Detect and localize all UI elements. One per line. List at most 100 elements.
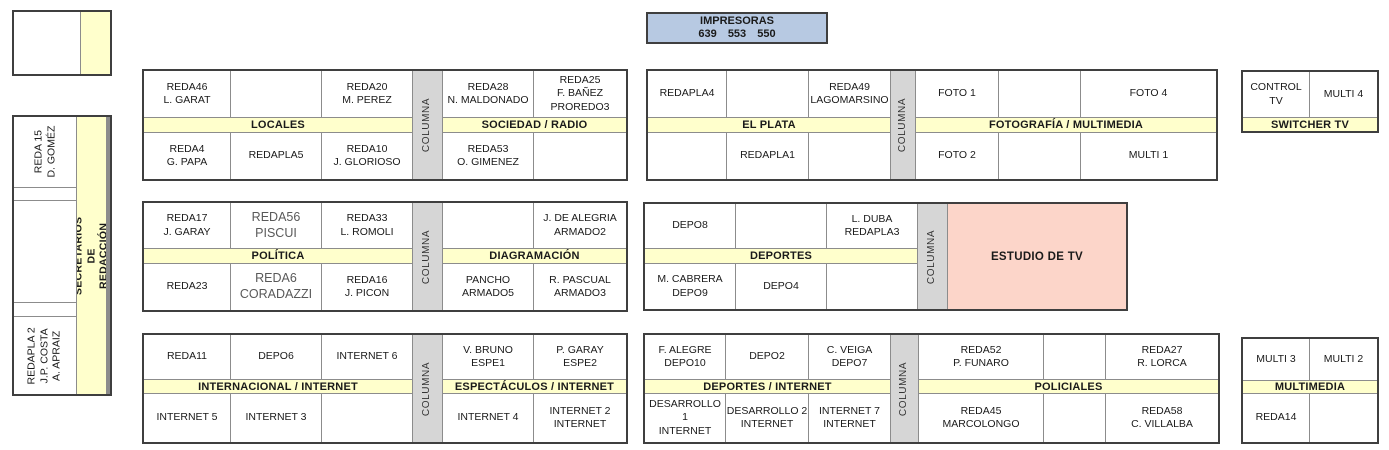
secretarios-label: SECRETARIOS DE REDACCIÓN bbox=[77, 216, 106, 295]
desk-label: REDAPLA4 bbox=[659, 87, 715, 100]
desk-label: REDA46 L. GARAT bbox=[163, 80, 211, 106]
desk-cell bbox=[736, 204, 826, 248]
band-label: MULTIMEDIA bbox=[1274, 381, 1346, 393]
impresoras-title: IMPRESORAS bbox=[700, 15, 774, 27]
group-switcher-tv: CONTROL TV MULTI 4 SWITCHER TV bbox=[1241, 70, 1379, 133]
desk-cell: MULTI 2 bbox=[1310, 339, 1377, 380]
desk-cell bbox=[1310, 394, 1377, 442]
desk-label: FOTO 1 bbox=[938, 87, 976, 100]
desk-label: FOTO 4 bbox=[1129, 87, 1168, 100]
desk-cell: P. GARAY ESPE2 bbox=[534, 335, 626, 379]
desk-cell: INTERNET 5 bbox=[144, 394, 230, 442]
desk-label: INTERNET 4 bbox=[457, 411, 519, 424]
band-label: LOCALES bbox=[251, 119, 305, 131]
desk-label: L. DUBA REDAPLA3 bbox=[844, 212, 900, 238]
desk-label: REDA56 PISCUI bbox=[251, 209, 301, 240]
band-label: DIAGRAMACIÓN bbox=[489, 250, 580, 262]
desk-cell: REDA11 bbox=[144, 335, 230, 379]
desk-cell bbox=[1044, 335, 1105, 379]
desk-cell: REDA33 L. ROMOLI bbox=[322, 203, 412, 248]
band-cell: MULTIMEDIA bbox=[1243, 381, 1377, 393]
band-cell: DEPORTES bbox=[645, 249, 917, 263]
desk-cell: REDA23 bbox=[144, 264, 230, 310]
desk-cell: MULTI 4 bbox=[1310, 72, 1377, 117]
desk-cell: REDA 15 D. GOMÉZ bbox=[14, 117, 76, 187]
desk-cell bbox=[999, 133, 1080, 179]
columna-label: COLUMNA bbox=[926, 229, 938, 284]
desk-label: MULTI 4 bbox=[1323, 87, 1364, 100]
desk-cell: FOTO 2 bbox=[916, 133, 998, 179]
desk-label: DEPO2 bbox=[749, 350, 785, 363]
band-label: ESPECTÁCULOS / INTERNET bbox=[454, 380, 615, 393]
desk-label: J. DE ALEGRIA ARMADO2 bbox=[543, 212, 617, 238]
desk-label: REDA 15 D. GOMÉZ bbox=[32, 126, 57, 178]
desk-cell: REDA4 G. PAPA bbox=[144, 133, 230, 179]
desk-label: REDA11 bbox=[166, 350, 208, 363]
desk-label: REDAPLA 2 J.P. COSTA A. APRAIZ bbox=[26, 326, 64, 385]
impresoras-box: IMPRESORAS 639 553 550 bbox=[646, 12, 828, 44]
desk-cell: DESARROLLO 2 INTERNET bbox=[726, 394, 808, 442]
desk-label: F. ALEGRE DEPO10 bbox=[658, 343, 712, 369]
desk-label: REDA17 J. GARAY bbox=[163, 212, 211, 238]
columna-cell: COLUMNA bbox=[413, 71, 442, 179]
desk-cell: REDA56 PISCUI bbox=[231, 203, 321, 248]
desk-label: R. PASCUAL ARMADO3 bbox=[549, 273, 611, 299]
band-cell: LOCALES bbox=[144, 118, 412, 132]
desk-cell: REDAPLA5 bbox=[231, 133, 321, 179]
desk-label: REDA28 N. MALDONADO bbox=[447, 80, 529, 106]
desk-label: DESARROLLO 1 INTERNET bbox=[649, 398, 721, 437]
columna-label: COLUMNA bbox=[421, 361, 433, 416]
desk-cell: F. ALEGRE DEPO10 bbox=[645, 335, 725, 379]
desk-label: C. VEIGA DEPO7 bbox=[826, 343, 873, 369]
corner-box-yellow-strip bbox=[81, 12, 110, 74]
studio-cell: ESTUDIO DE TV bbox=[948, 204, 1126, 309]
desk-cell: DEPO6 bbox=[231, 335, 321, 379]
desk-cell: INTERNET 7 INTERNET bbox=[809, 394, 890, 442]
band-cell: EL PLATA bbox=[648, 118, 890, 132]
desk-label: DEPO8 bbox=[672, 219, 708, 232]
desk-cell bbox=[999, 71, 1080, 117]
desk-label: REDAPLA1 bbox=[740, 149, 795, 162]
desk-label: REDA4 G. PAPA bbox=[166, 142, 208, 168]
desk-cell: REDA17 J. GARAY bbox=[144, 203, 230, 248]
desk-label: REDA33 L. ROMOLI bbox=[340, 212, 394, 238]
columna-label: COLUMNA bbox=[897, 97, 908, 153]
desk-label: MULTI 3 bbox=[1256, 352, 1296, 365]
desk-cell: REDA27 R. LORCA bbox=[1106, 335, 1218, 379]
desk-cell: REDA52 P. FUNARO bbox=[919, 335, 1043, 379]
desk-label: INTERNET 5 bbox=[156, 411, 218, 424]
columna-label: COLUMNA bbox=[898, 361, 910, 416]
band-cell: SWITCHER TV bbox=[1243, 118, 1377, 131]
desk-cell bbox=[443, 203, 533, 248]
desk-label: CONTROL TV bbox=[1250, 81, 1302, 107]
corner-box-white-cell bbox=[14, 12, 80, 74]
desk-cell bbox=[727, 71, 808, 117]
desk-label: P. GARAY ESPE2 bbox=[556, 343, 604, 369]
desk-cell: L. DUBA REDAPLA3 bbox=[827, 204, 917, 248]
desk-label: INTERNET 2 INTERNET bbox=[549, 404, 611, 430]
desk-cell: CONTROL TV bbox=[1243, 72, 1309, 117]
desk-cell bbox=[534, 133, 626, 179]
band-label: FOTOGRAFÍA / MULTIMEDIA bbox=[988, 119, 1144, 131]
secretarios-panel: REDA 15 D. GOMÉZ REDAPLA 2 J.P. COSTA A.… bbox=[12, 115, 112, 396]
group-politica-diagramacion: REDA17 J. GARAY REDA56 PISCUI REDA33 L. RO… bbox=[142, 201, 628, 312]
desk-cell: V. BRUNO ESPE1 bbox=[443, 335, 533, 379]
desk-label: INTERNET 7 INTERNET bbox=[818, 404, 881, 430]
desk-label: REDA58 C. VILLALBA bbox=[1131, 404, 1193, 430]
band-label: POLICIALES bbox=[1034, 380, 1103, 393]
desk-cell: REDA14 bbox=[1243, 394, 1309, 442]
band-cell: ESPECTÁCULOS / INTERNET bbox=[443, 380, 626, 393]
desk-cell bbox=[14, 188, 76, 200]
desk-label: V. BRUNO ESPE1 bbox=[463, 343, 513, 369]
desk-cell: REDA45 MARCOLONGO bbox=[919, 394, 1043, 442]
desk-cell: MULTI 3 bbox=[1243, 339, 1309, 380]
desk-cell: C. VEIGA DEPO7 bbox=[809, 335, 890, 379]
band-cell: POLÍTICA bbox=[144, 249, 412, 263]
desk-label: DEPO6 bbox=[258, 350, 294, 363]
desk-label: FOTO 2 bbox=[938, 149, 976, 162]
desk-cell: REDA28 N. MALDONADO bbox=[443, 71, 533, 117]
